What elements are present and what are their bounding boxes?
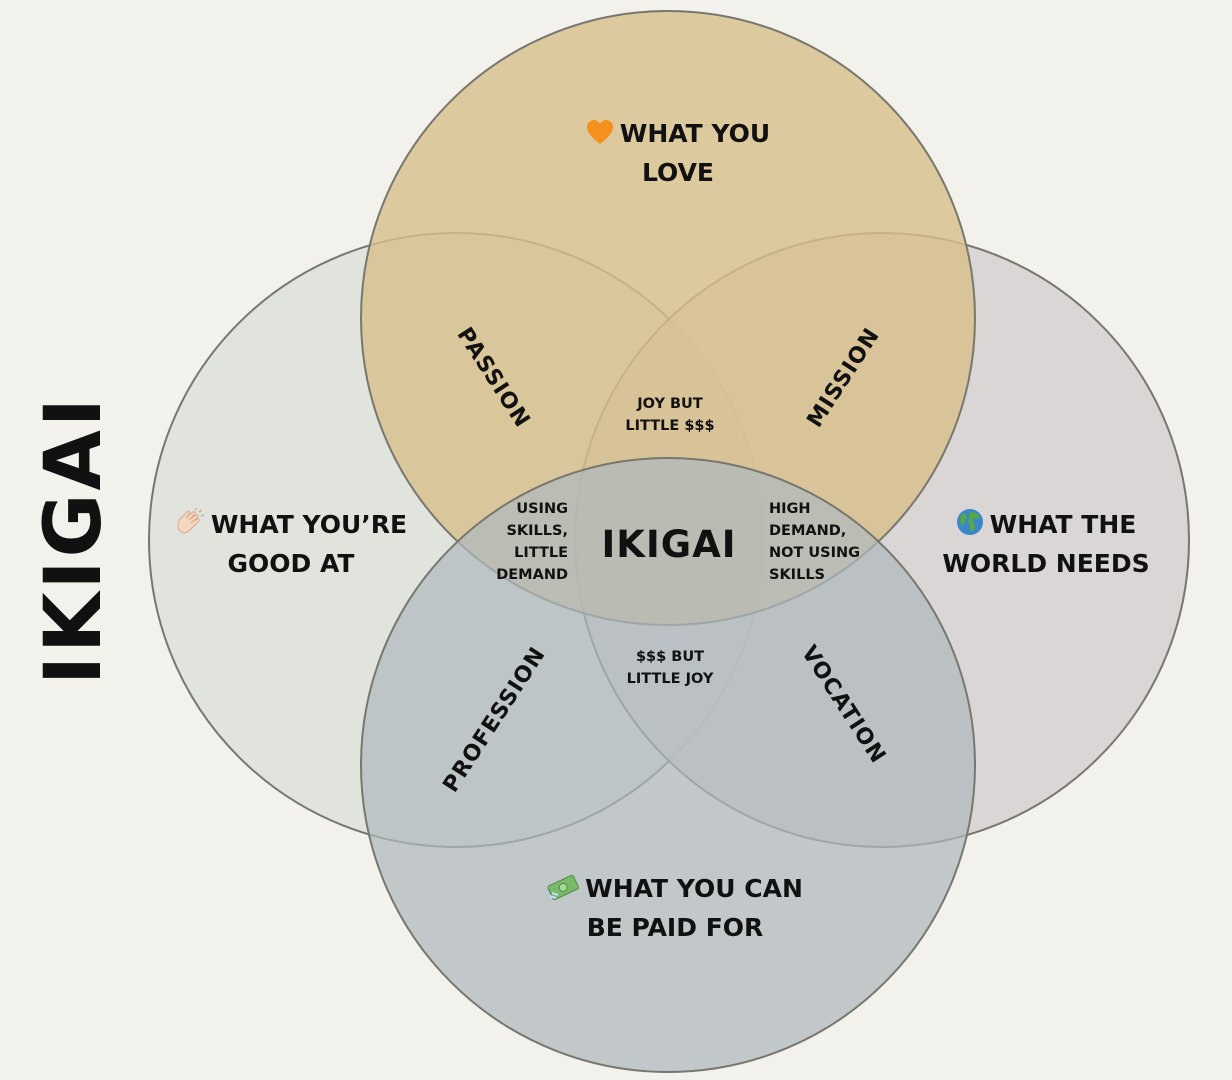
- label-joy-but-little-money: JOY BUT LITTLE $$$: [625, 396, 715, 434]
- label-what-you-can-be-paid-for: WHAT YOU CAN BE PAID FOR: [530, 869, 820, 947]
- label-high-demand-not-using-skills: HIGH DEMAND, NOT USING SKILLS: [769, 501, 861, 583]
- side-title: IKIGAI: [29, 395, 119, 685]
- label-money-but-little-joy: $$$ BUT LITTLE JOY: [626, 649, 714, 687]
- money-bill-icon: [547, 874, 580, 900]
- label-center-ikigai: IKIGAI: [601, 522, 737, 566]
- label-what-you-re-good-at: WHAT YOU’RE GOOD AT: [158, 505, 424, 583]
- circle-what-you-can-be-paid-for: [360, 457, 976, 1073]
- globe-icon: [956, 509, 983, 535]
- orange-heart-icon: [586, 120, 613, 144]
- label-what-the-world-needs: WHAT THE WORLD NEEDS: [942, 509, 1150, 578]
- label-what-you-love: WHAT YOU LOVE: [560, 114, 796, 192]
- label-using-skills-little-demand: USING SKILLS, LITTLE DEMAND: [496, 501, 568, 583]
- clapping-hands-icon: [177, 508, 205, 534]
